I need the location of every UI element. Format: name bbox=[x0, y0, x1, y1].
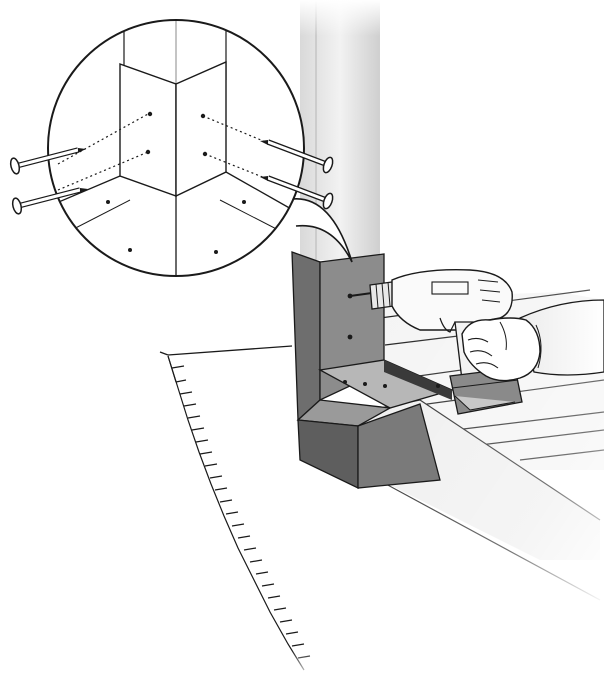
magnifier-callout-icon bbox=[40, 0, 304, 280]
